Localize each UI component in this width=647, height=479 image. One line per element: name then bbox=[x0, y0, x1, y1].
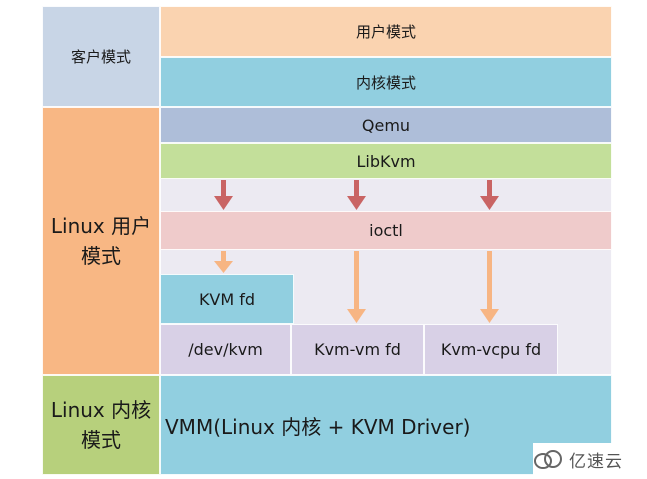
kvm-vm-fd-box: Kvm-vm fd bbox=[291, 324, 424, 375]
vmm-text: VMM(Linux 内核 + KVM Driver) bbox=[165, 414, 471, 439]
orange-arrows bbox=[214, 251, 499, 323]
arrow-head-4 bbox=[214, 261, 233, 273]
arrow-head-1 bbox=[214, 196, 233, 210]
cloud-logo-icon bbox=[534, 450, 562, 469]
arrow-head-5 bbox=[347, 309, 366, 323]
arrow-libkvm-ioctl-3 bbox=[487, 180, 492, 198]
user-mode-layer: 用户模式 bbox=[160, 6, 612, 57]
guest-mode-text: 客户模式 bbox=[70, 47, 131, 66]
libkvm-text: LibKvm bbox=[356, 151, 416, 171]
ioctl-text: ioctl bbox=[369, 221, 403, 240]
arrow-libkvm-ioctl-2 bbox=[354, 180, 359, 198]
yisu-cloud-logo: 亿速云 bbox=[533, 443, 641, 475]
libkvm-layer: LibKvm bbox=[160, 143, 612, 179]
ioctl-layer: ioctl bbox=[160, 211, 612, 250]
kernel-mode-layer: 内核模式 bbox=[160, 57, 612, 107]
dev-kvm-box: /dev/kvm bbox=[160, 324, 291, 375]
qemu-text: Qemu bbox=[361, 115, 411, 135]
linux-kernel-mode-label: Linux 内核 模式 bbox=[42, 375, 160, 475]
kvm-vm-fd-text: Kvm-vm fd bbox=[314, 340, 401, 359]
kvm-fd-text: KVM fd bbox=[198, 289, 256, 309]
kvm-vcpu-fd-text: Kvm-vcpu fd bbox=[440, 340, 542, 359]
kernel-mode-text: 内核模式 bbox=[355, 73, 416, 92]
vmm-layer: VMM(Linux 内核 + KVM Driver) bbox=[160, 375, 612, 475]
logo-text: 亿速云 bbox=[569, 451, 623, 472]
linux-user-mode-label: Linux 用户 模式 bbox=[42, 107, 160, 375]
linux-user-mode-line2: 模式 bbox=[81, 244, 121, 268]
qemu-layer: Qemu bbox=[160, 107, 612, 143]
linux-user-mode-line1: Linux 用户 bbox=[50, 214, 152, 238]
arrow-ioctl-vcpufd bbox=[487, 251, 492, 311]
arrow-head-6 bbox=[480, 309, 499, 323]
dev-kvm-text: /dev/kvm bbox=[188, 340, 263, 359]
arrow-head-3 bbox=[480, 196, 499, 210]
kvm-vcpu-fd-box: Kvm-vcpu fd bbox=[424, 324, 558, 375]
arrow-head-2 bbox=[347, 196, 366, 210]
guest-mode-label: 客户模式 bbox=[42, 6, 160, 107]
red-arrows bbox=[214, 180, 499, 210]
arrow-ioctl-vmfd bbox=[354, 251, 359, 311]
linux-kernel-mode-line1: Linux 内核 bbox=[50, 398, 152, 422]
kvm-fd-box: KVM fd bbox=[160, 274, 294, 324]
linux-kernel-mode-line2: 模式 bbox=[81, 428, 121, 452]
arrow-ioctl-kvmfd bbox=[221, 251, 226, 263]
arrow-libkvm-ioctl-1 bbox=[221, 180, 226, 198]
user-mode-text: 用户模式 bbox=[355, 23, 416, 41]
